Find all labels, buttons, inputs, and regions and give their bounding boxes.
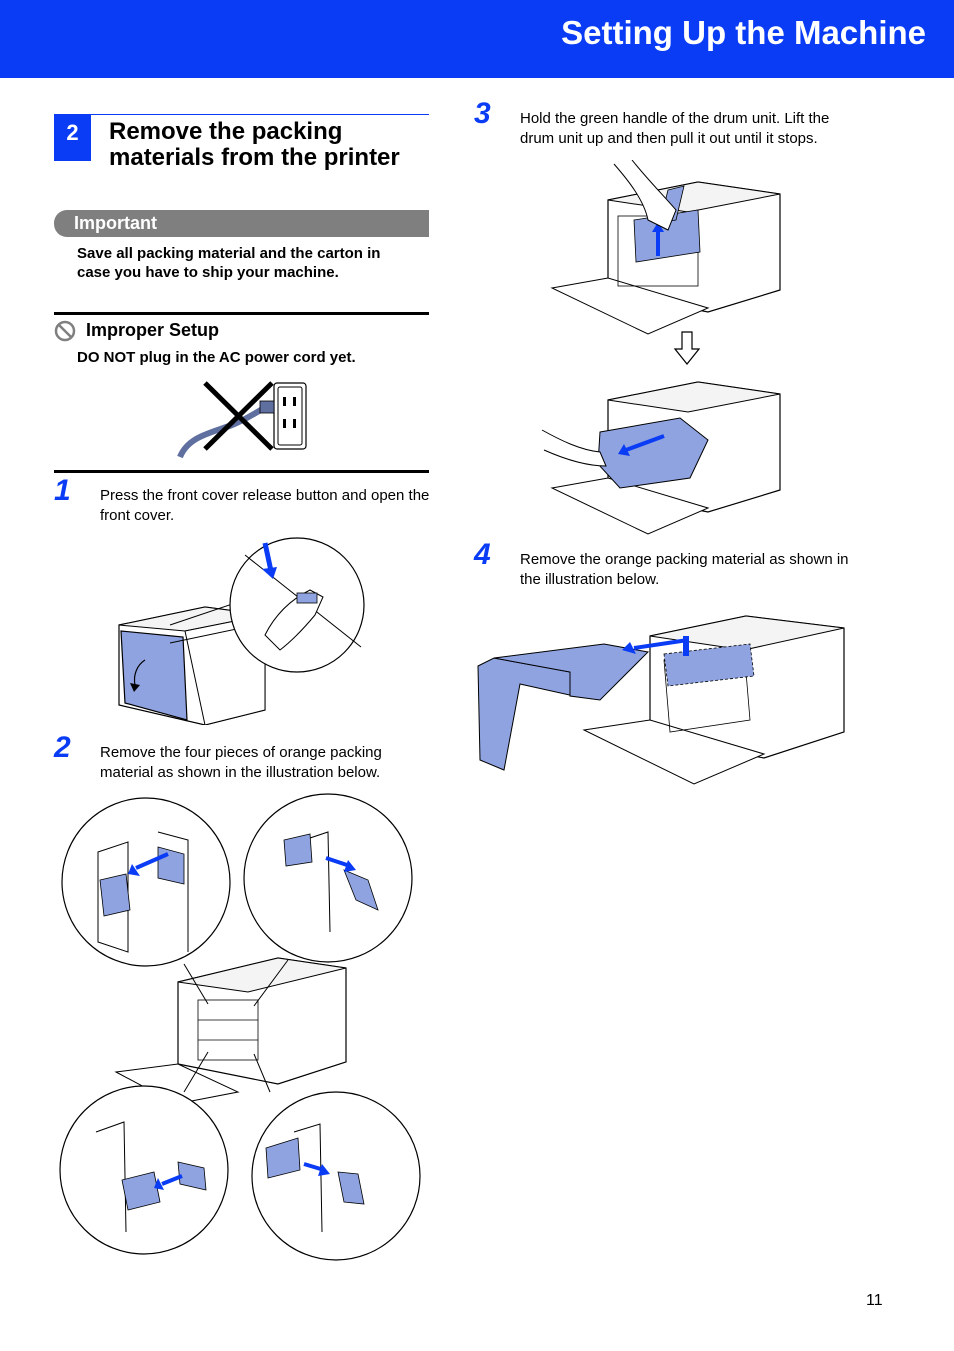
page-title: Setting Up the Machine [561, 14, 926, 51]
printer-open-cover-illustration [118, 537, 365, 725]
divider [54, 470, 429, 473]
plug-illustration [177, 381, 307, 459]
section-heading: 2 Remove the packing materials from the … [54, 114, 429, 175]
page-number: 11 [866, 1292, 883, 1309]
step-text: Remove the four pieces of orange packing… [100, 744, 382, 781]
step-text: Hold the green handle of the drum unit. … [520, 110, 830, 147]
important-text: Save all packing material and the carton… [77, 245, 381, 281]
important-label: Important [74, 213, 157, 233]
step-number: 2 [54, 731, 71, 764]
section-title: Remove the packing materials from the pr… [109, 118, 400, 171]
step-number: 1 [54, 474, 71, 507]
header-banner: Setting Up the Machine [0, 0, 954, 78]
divider [54, 312, 429, 315]
step-number: 4 [474, 538, 491, 571]
prohibited-icon [54, 320, 76, 342]
improper-setup-text: DO NOT plug in the AC power cord yet. [77, 349, 356, 366]
step-text: Press the front cover release button and… [100, 487, 430, 524]
important-bar: Important [54, 210, 429, 237]
down-arrow-icon [674, 331, 700, 365]
orange-packing-removal-illustration [477, 615, 845, 785]
step-number: 3 [474, 97, 491, 130]
section-number: 2 [54, 115, 91, 161]
drum-lift-illustration [550, 160, 781, 335]
improper-setup-title: Improper Setup [86, 320, 220, 340]
drum-pull-illustration [541, 381, 781, 535]
step-text: Remove the orange packing material as sh… [520, 551, 849, 588]
four-packing-pieces-illustration [59, 793, 421, 1261]
